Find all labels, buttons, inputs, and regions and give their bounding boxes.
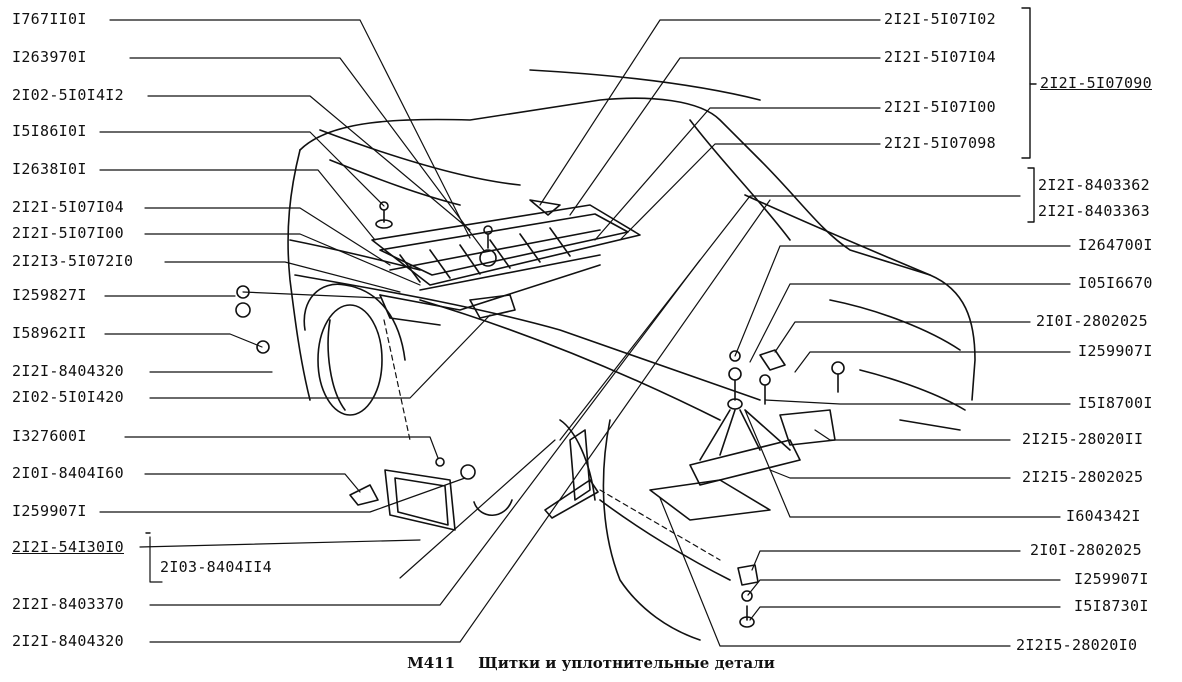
label-left-4: I5I86I0I (12, 122, 87, 140)
label-right-18: I5I8730I (1074, 597, 1149, 615)
label-left-15: I259907I (12, 502, 87, 520)
label-left-14: 2I0I-8404I60 (12, 464, 124, 482)
headlight-housing (349, 429, 599, 531)
label-right-13: 2I2I5-28020II (1022, 430, 1144, 448)
splash-shield (371, 199, 641, 326)
label-left-5: I2638I0I (12, 160, 87, 178)
label-right-8: I264700I (1078, 236, 1153, 254)
label-right-11: I259907I (1078, 342, 1153, 360)
label-right-17: I259907I (1074, 570, 1149, 588)
label-left-9: I259827I (12, 286, 87, 304)
label-left-12: 2I02-5I0I420 (12, 388, 124, 406)
label-left-18: 2I2I-8403370 (12, 595, 124, 613)
label-right-19: 2I2I5-28020I0 (1016, 636, 1138, 654)
label-right-15: I604342I (1066, 507, 1141, 525)
label-left-7: 2I2I-5I07I00 (12, 224, 124, 242)
front-wheel (303, 283, 406, 416)
label-right-9: I05I6670 (1078, 274, 1153, 292)
label-right-1: 2I2I-5I07I02 (884, 10, 996, 28)
bolts (235, 201, 845, 628)
label-left-6: 2I2I-5I07I04 (12, 198, 124, 216)
label-right-7: 2I2I-8403363 (1038, 202, 1150, 220)
label-right-10: 2I0I-2802025 (1036, 312, 1148, 330)
group-brackets (145, 7, 1037, 534)
label-right-16: 2I0I-2802025 (1030, 541, 1142, 559)
label-right-6: 2I2I-8403362 (1038, 176, 1150, 194)
label-right-12: I5I8700I (1078, 394, 1153, 412)
engine-shield (649, 349, 836, 586)
caption-code: M411 (407, 654, 456, 672)
label-left-8: 2I2I3-5I072I0 (12, 252, 134, 270)
label-left-11: 2I2I-8404320 (12, 362, 124, 380)
label-left-3: 2I02-5I0I4I2 (12, 86, 124, 104)
label-right-14: 2I2I5-2802025 (1022, 468, 1144, 486)
label-left-10: I58962II (12, 324, 87, 342)
label-left-1: I767II0I (12, 10, 87, 28)
label-right-4: 2I2I-5I07I00 (884, 98, 996, 116)
guide-lines (383, 319, 721, 561)
label-right-5: 2I2I-5I07098 (884, 134, 996, 152)
label-left-17: 2I03-8404II4 (160, 558, 272, 576)
label-left-16: 2I2I-54I30I0 (12, 538, 124, 556)
diagram-caption: M411 Щитки и уплотнительные детали (0, 654, 1182, 672)
leader-lines (99, 19, 1071, 647)
caption-title: Щитки и уплотнительные детали (478, 654, 775, 672)
label-left-13: I327600I (12, 427, 87, 445)
label-left-2: I263970I (12, 48, 87, 66)
label-left-19: 2I2I-8404320 (12, 632, 124, 650)
label-right-2: 2I2I-5I07I04 (884, 48, 996, 66)
car-body-outline (287, 69, 976, 641)
label-right-3: 2I2I-5I07090 (1040, 74, 1152, 92)
